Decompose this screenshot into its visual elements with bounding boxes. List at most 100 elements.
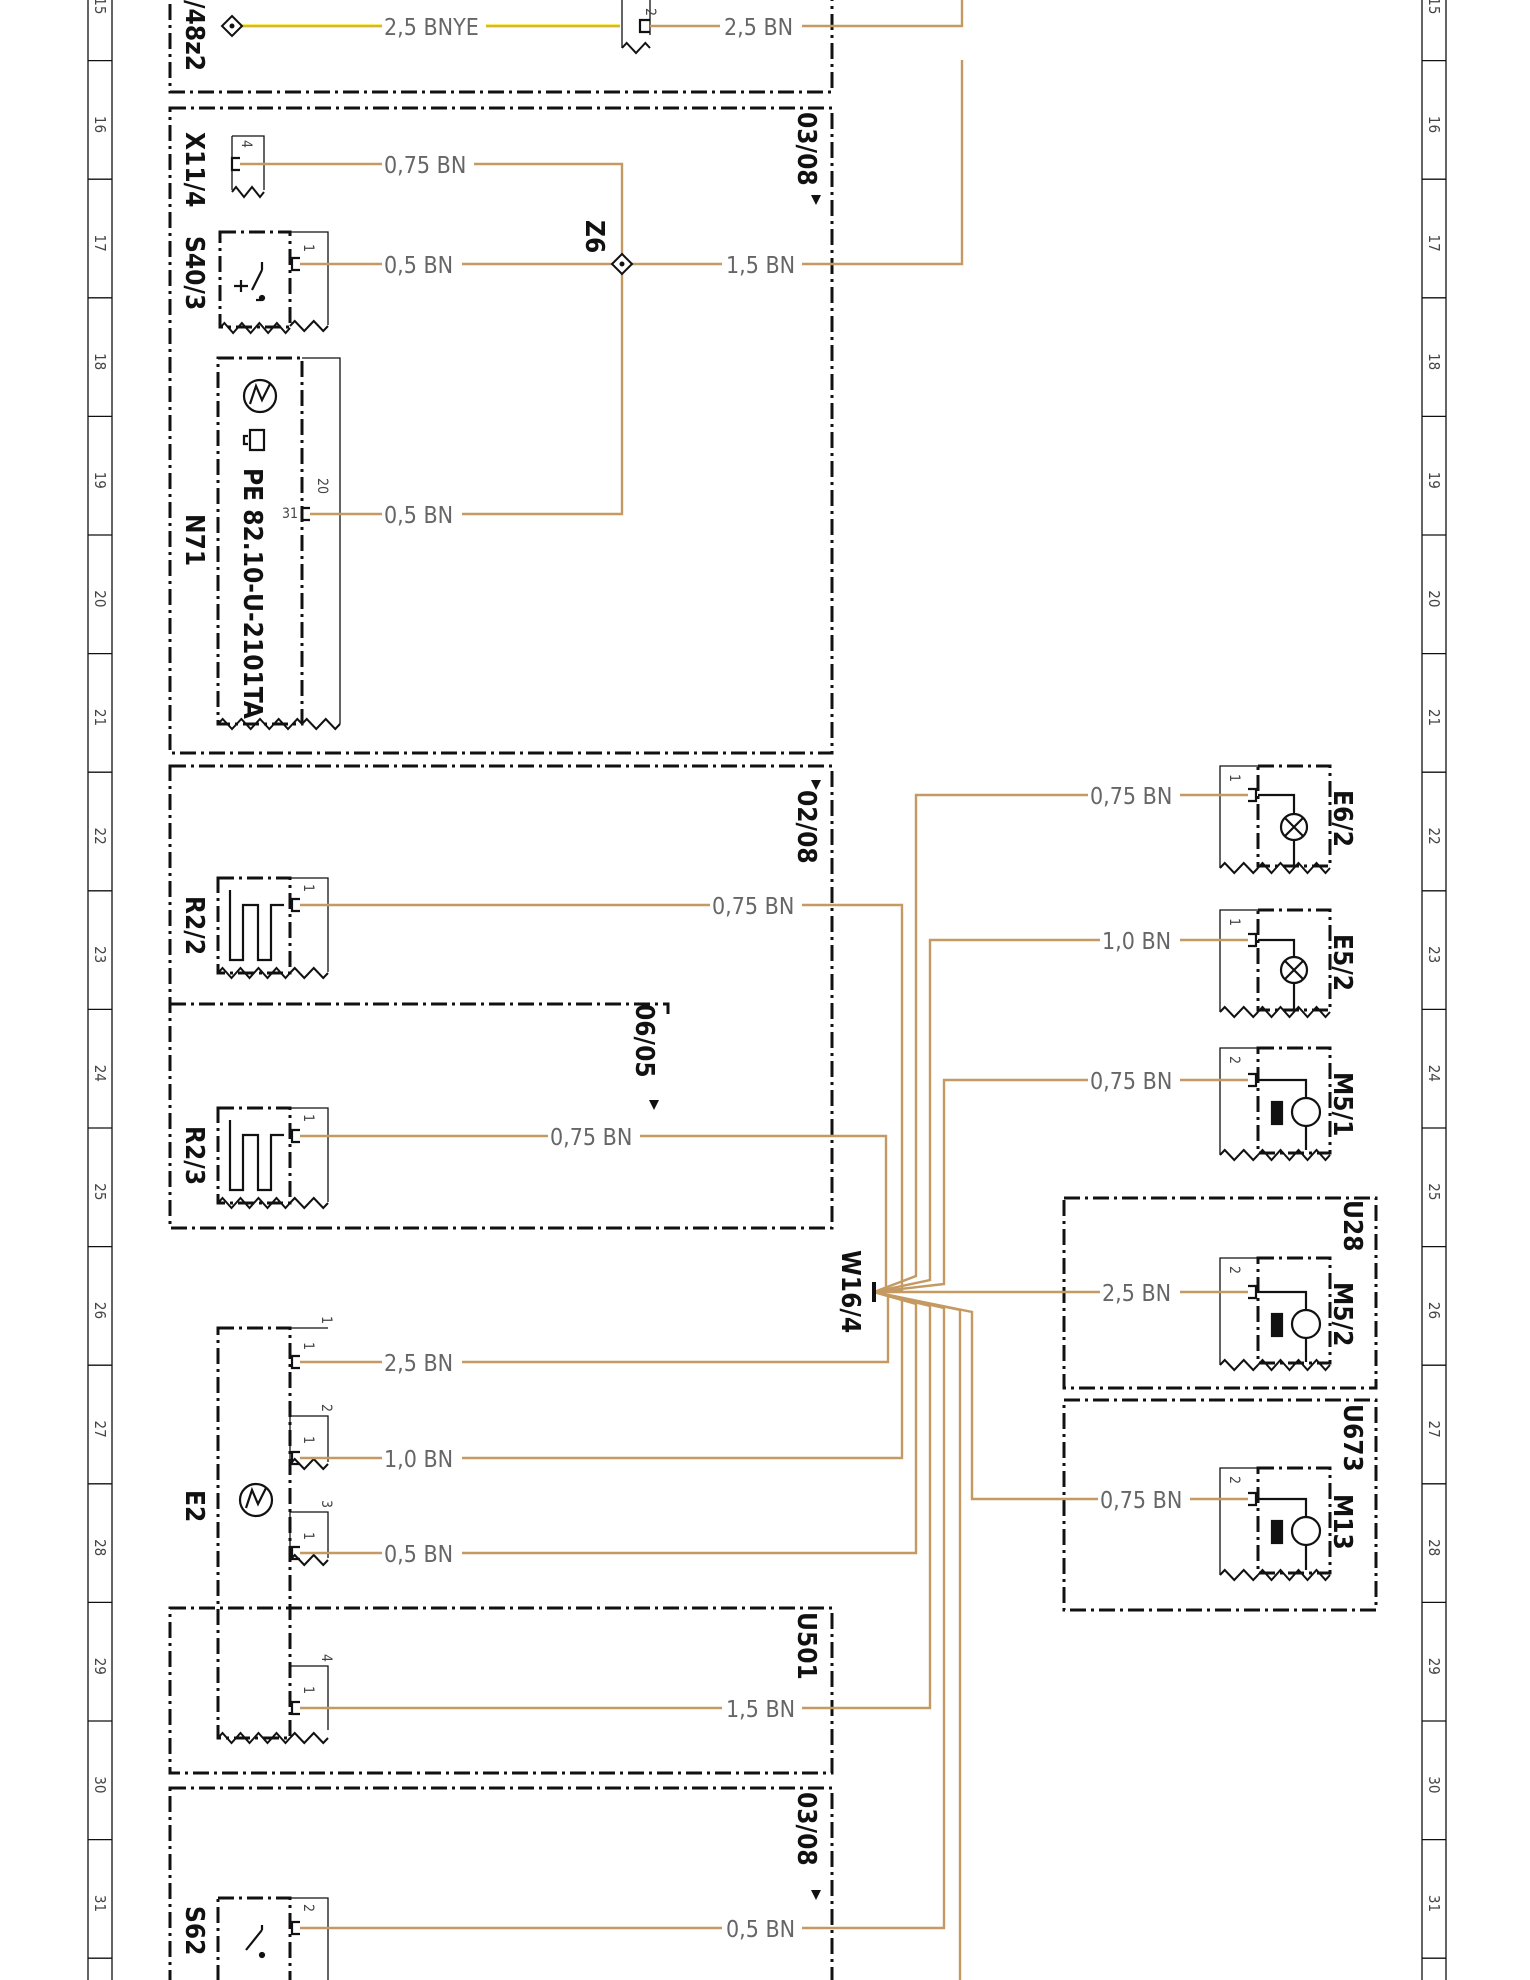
splice-label-z6: Z6: [579, 220, 609, 253]
ground-hatch-icon: [217, 1731, 291, 1745]
ground-hatch-icon: [1257, 1568, 1331, 1582]
rail-row-number: 23: [91, 946, 109, 963]
pin-brackets: [230, 18, 1258, 1936]
ground-hatch-icon: [217, 717, 303, 731]
rail-row-number: 22: [1425, 828, 1443, 845]
component-label-48z2: /48z2: [179, 0, 209, 71]
ground-hatch-icon: [1219, 1148, 1259, 1162]
pin-number: 2: [1226, 1266, 1242, 1274]
splice-icon: [610, 252, 634, 276]
wire-e2-3: [300, 1290, 918, 1555]
component-label-x11-4: X11/4: [179, 132, 209, 207]
rail-row-number: 18: [91, 353, 109, 370]
rail-row-number: 20: [1425, 590, 1443, 607]
motor-icon: [1258, 1290, 1322, 1362]
wire-e5-2: [873, 938, 1248, 1294]
component-label-n71: N71: [179, 514, 209, 566]
wire-label: 0,75 BN: [712, 894, 794, 920]
rail-row-number: 24: [91, 1065, 109, 1082]
pin-number: 1: [300, 884, 316, 892]
rail-row-number: 25: [1425, 1183, 1443, 1200]
wire-label: 1,5 BN: [726, 253, 795, 279]
r2-2-body: [216, 876, 292, 975]
pin-number: 2: [318, 1404, 334, 1412]
rail-row-number: 25: [91, 1183, 109, 1200]
bulb-icon: [242, 378, 278, 414]
ground-hatch-icon: [219, 321, 291, 335]
reference-03-08-lower[interactable]: 03/08: [791, 1792, 821, 1866]
rail-row-number: 16: [91, 116, 109, 133]
component-label-s40-3: S40/3: [179, 236, 209, 310]
n71-body: [216, 356, 304, 726]
rail-row-number: 16: [1425, 116, 1443, 133]
ground-hatch-icon: [289, 1553, 329, 1567]
pin-number: 1: [300, 1532, 316, 1540]
rail-row-number: 17: [1425, 235, 1443, 252]
wire-labels: 2,5 BNYE 2,5 BN 0,75 BN 0,5 BN 1,5 BN 0,…: [384, 15, 1182, 1943]
pin-number: 1: [300, 1686, 316, 1694]
wire-label: 1,5 BN: [726, 1697, 795, 1723]
component-label-e2: E2: [179, 1490, 209, 1522]
m13-body: [1256, 1466, 1332, 1575]
rail-row-number: 18: [1425, 353, 1443, 370]
reference-02-08[interactable]: 02/08: [791, 790, 821, 864]
reference-06-05[interactable]: 06/05: [629, 1004, 659, 1078]
rail-row-number: 29: [1425, 1658, 1443, 1675]
lamp-icon: [1258, 938, 1309, 1010]
wire-label: 0,75 BN: [1100, 1488, 1182, 1514]
module-box-r2: [168, 764, 834, 1230]
rail-row-number: 27: [91, 1421, 109, 1438]
rail-row-number: 28: [1425, 1539, 1443, 1556]
ground-hatch-icon: [217, 1196, 291, 1210]
label-masks: [382, 12, 1190, 1942]
reference-03-08[interactable]: 03/08: [791, 112, 821, 186]
pin-number: 31: [282, 506, 298, 522]
ground-hatch-icon: [1257, 1005, 1331, 1019]
component-label-e6-2: E6/2: [1327, 790, 1357, 847]
wire-r2-3: [300, 1134, 888, 1294]
rail-row-number: 30: [91, 1776, 109, 1793]
ground-hatch-icon: [301, 717, 341, 731]
right-rail: [1421, 0, 1447, 1980]
pin-number: 2: [642, 8, 658, 16]
wire-e6-2: [873, 793, 1248, 1294]
ground-hatches: [217, 41, 1331, 1745]
pin-number: 1: [1226, 918, 1242, 926]
ground-hatch-icon: [1219, 1358, 1259, 1372]
heater-icon: [228, 1120, 284, 1192]
wire-s62: [300, 1290, 946, 1930]
module-label-u28: U28: [1337, 1200, 1367, 1252]
rail-row-number: 24: [1425, 1065, 1443, 1082]
wire-top-bn: [650, 0, 964, 28]
pin-number: 4: [318, 1654, 334, 1662]
ground-hatch-icon: [231, 185, 265, 199]
rail-row-number: 19: [1425, 472, 1443, 489]
document-reference-icon: [242, 428, 266, 452]
rail-row-number: 31: [1425, 1895, 1443, 1912]
splice-icon: [220, 14, 244, 38]
wire-label: 2,5 BN: [384, 1351, 453, 1377]
ground-hatch-icon: [289, 319, 329, 333]
rail-row-number: 15: [1425, 0, 1443, 14]
wire-label: 0,5 BN: [384, 253, 453, 279]
rail-row-number: 29: [91, 1658, 109, 1675]
pin-number: 2: [1226, 1476, 1242, 1484]
wires: [232, 0, 1248, 1980]
e2-body: [216, 1326, 292, 1740]
wire-s40-z6: [300, 60, 964, 266]
module-divider-r23: [170, 1002, 670, 1014]
rail-row-number: 17: [91, 235, 109, 252]
wire-label: 2,5 BN: [724, 15, 793, 41]
component-label-m5-2: M5/2: [1327, 1282, 1357, 1346]
ground-hatch-icon: [1219, 861, 1259, 875]
ground-hatch-icon: [289, 1196, 329, 1210]
ground-hatch-icon: [1257, 861, 1331, 875]
pin-number: 20: [314, 478, 330, 494]
ground-hatch-icon: [289, 1457, 329, 1471]
motor-icon: [1258, 1497, 1322, 1570]
pin-number: 3: [318, 1500, 334, 1508]
switch-icon: [245, 1925, 266, 1959]
ground-hatch-icon: [289, 1731, 329, 1745]
